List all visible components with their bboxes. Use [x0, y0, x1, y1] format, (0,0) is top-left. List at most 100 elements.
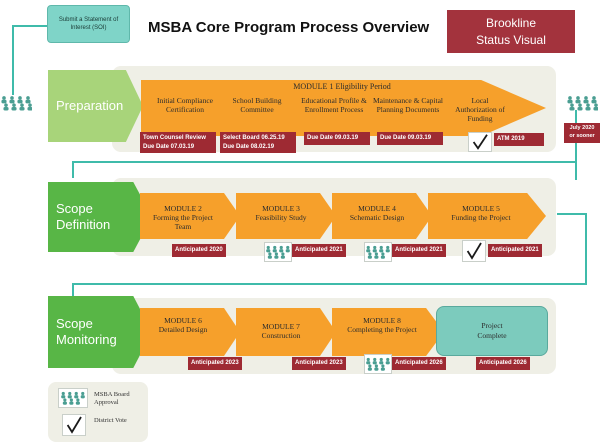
legend-label-board: MSBA Board Approval: [94, 391, 130, 406]
module-arrow: [428, 193, 546, 239]
person-head: [20, 103, 24, 107]
person-head: [374, 252, 378, 256]
person-body: [569, 106, 575, 111]
district-vote-icon: [468, 132, 492, 152]
person-head: [12, 103, 16, 107]
person-head: [576, 96, 580, 100]
person-head: [368, 364, 372, 368]
person-body: [19, 106, 25, 111]
person-body: [62, 401, 67, 405]
person-head: [366, 245, 370, 250]
person-body: [280, 255, 285, 259]
person-head: [76, 398, 80, 402]
person-body: [285, 249, 290, 253]
person-head: [274, 252, 278, 256]
status-line-1: Brookline: [485, 16, 537, 31]
date-tag: July 2020 or sooner: [564, 123, 600, 143]
person-head: [266, 245, 270, 250]
board-approval-icon: [264, 242, 292, 262]
person-head: [4, 103, 8, 107]
board-approval-icon: [0, 94, 33, 112]
person-body: [272, 249, 277, 253]
person-body: [67, 395, 72, 399]
person-body: [266, 249, 271, 253]
date-tag: Anticipated 2023: [188, 357, 242, 370]
project-complete-box: Project Complete: [436, 306, 548, 356]
person-head: [286, 245, 290, 250]
person-body: [575, 99, 581, 104]
connector-line: [72, 161, 577, 178]
date-tag: Due Date 09.03.19: [377, 132, 443, 145]
step-label: Initial Compliance Certification: [156, 96, 214, 114]
person-body: [9, 99, 15, 104]
person-body: [279, 249, 284, 253]
person-body: [380, 255, 385, 259]
person-body: [374, 367, 379, 371]
step-label: Maintenance & Capital Planning Documents: [373, 96, 443, 114]
district-vote-icon: [62, 414, 86, 436]
person-head: [381, 252, 385, 256]
checkmark: [466, 242, 482, 260]
person-head: [578, 103, 582, 107]
phase-label: Preparation: [48, 70, 143, 142]
person-body: [585, 106, 591, 111]
phase-label: Scope Monitoring: [48, 296, 152, 368]
date-tag: Anticipated 2021: [392, 244, 446, 257]
step-label: Local Authorization of Funding: [455, 96, 505, 123]
module-header: MODULE 1 Eligibility Period: [293, 82, 391, 91]
phase-label: Scope Definition: [48, 182, 152, 252]
person-body: [577, 106, 583, 111]
person-body: [75, 401, 80, 405]
person-body: [3, 106, 9, 111]
person-head: [386, 245, 390, 250]
module-arrow: [236, 193, 336, 239]
status-box: Brookline Status Visual: [447, 10, 575, 53]
status-line-2: Status Visual: [476, 32, 546, 47]
person-body: [385, 361, 390, 365]
board-approval-icon: [364, 354, 392, 374]
person-body: [583, 99, 589, 104]
person-body: [372, 249, 377, 253]
person-body: [385, 249, 390, 253]
person-body: [372, 361, 377, 365]
person-body: [25, 99, 31, 104]
person-head: [10, 96, 14, 100]
person-head: [26, 96, 30, 100]
person-body: [367, 367, 372, 371]
person-head: [68, 391, 72, 396]
person-head: [368, 252, 372, 256]
person-head: [373, 357, 377, 362]
person-head: [570, 103, 574, 107]
person-body: [380, 367, 385, 371]
person-head: [568, 96, 572, 100]
person-head: [74, 391, 78, 396]
person-body: [567, 99, 573, 104]
person-head: [592, 96, 596, 100]
district-vote-icon: [462, 240, 486, 262]
person-head: [273, 245, 277, 250]
legend-label-vote: District Vote: [94, 417, 127, 424]
connector-line: [557, 110, 577, 180]
person-head: [594, 103, 598, 107]
person-body: [379, 361, 384, 365]
person-body: [366, 361, 371, 365]
person-head: [381, 364, 385, 368]
person-head: [18, 96, 22, 100]
person-head: [379, 357, 383, 362]
person-body: [274, 255, 279, 259]
person-body: [591, 99, 597, 104]
date-tag: Anticipated 2021: [292, 244, 346, 257]
person-body: [61, 395, 66, 399]
page-title: MSBA Core Program Process Overview: [148, 19, 430, 36]
person-body: [80, 395, 85, 399]
module-arrow: [236, 308, 336, 356]
person-body: [379, 249, 384, 253]
person-head: [81, 391, 85, 396]
date-tag: Anticipated 2026: [476, 357, 530, 370]
module-arrow: [141, 80, 546, 136]
